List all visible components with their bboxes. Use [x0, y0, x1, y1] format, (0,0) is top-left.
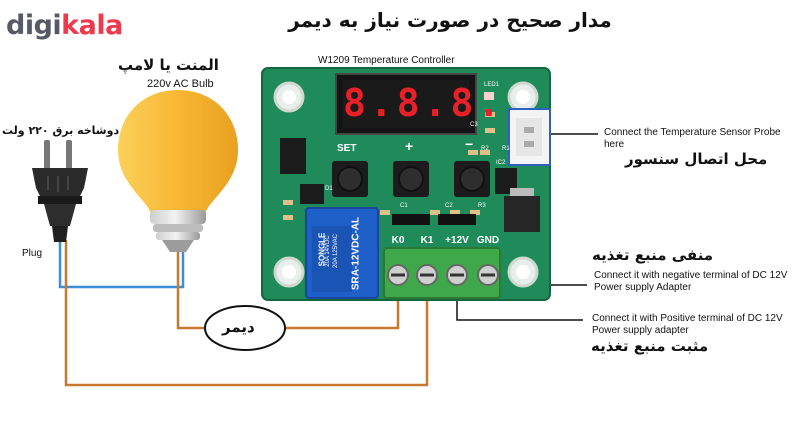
relay-model: SRA-12VDC-AL	[350, 216, 362, 291]
silkscreen-c1: C1	[400, 203, 408, 209]
button-plus[interactable]	[393, 161, 429, 197]
terminal-screw-k1	[416, 264, 438, 286]
probe-note-en-line1: Connect the Temperature Sensor Probe	[604, 127, 781, 138]
screw-terminal-block	[383, 247, 501, 299]
smd-components	[283, 112, 495, 220]
led-indicator	[484, 92, 494, 100]
positive-supply-fa: مثبت منبع تغذیه	[591, 337, 709, 355]
positive-supply-en-line2: Power supply adapter	[592, 325, 689, 336]
wire-brown-plug-to-k1	[64, 240, 429, 387]
terminal-label-gnd: GND	[476, 235, 500, 246]
plug-label: Plug	[22, 248, 43, 259]
bulb-caption: 220v AC Bulb	[147, 78, 214, 90]
silkscreen-c3: C3	[470, 122, 478, 128]
brand-logo-part2: kala	[61, 10, 123, 41]
ic-chip-mid	[300, 184, 324, 204]
w1209-board	[261, 67, 551, 301]
wire-brown-bulb-to-dimmer	[176, 244, 205, 330]
silkscreen-r2: R2	[481, 146, 489, 152]
positive-supply-en-line1: Connect it with Positive terminal of DC …	[592, 313, 783, 324]
terminal-label-12v: +12V	[445, 235, 469, 246]
sensor-connector[interactable]	[508, 108, 551, 166]
page-title: مدار صحیح در صورت نیاز به دیمر	[288, 8, 612, 32]
silkscreen-r1: R1	[502, 146, 510, 152]
terminal-screw-gnd	[477, 264, 499, 286]
minus-label: −	[465, 136, 474, 152]
regulator	[504, 196, 540, 232]
bulb-title: المنت یا لامپ	[118, 56, 219, 74]
relay-rating-2: 20A 125VAC	[333, 234, 339, 268]
display-digits: 8.8.8.	[343, 81, 505, 125]
negative-supply-en-line1: Connect it with negative terminal of DC …	[594, 270, 788, 281]
seven-segment-display	[335, 73, 477, 135]
wire-blue-plug-to-bulb	[58, 240, 185, 289]
plug-icon	[32, 140, 88, 242]
silkscreen-ic2: IC2	[496, 160, 506, 166]
silkscreen-c2: C2	[445, 203, 453, 209]
silkscreen-d1: D1	[325, 186, 333, 192]
plus-label: +	[405, 138, 414, 154]
terminal-label-k1: K1	[420, 235, 434, 246]
mounting-holes	[273, 81, 539, 288]
button-set[interactable]	[332, 161, 368, 197]
negative-supply-fa: منفی منبع تغذیه	[592, 246, 714, 264]
negative-supply-en-line2: Power supply Adapter	[594, 282, 692, 293]
ic-chip-left	[280, 138, 306, 174]
set-label: SET	[337, 143, 357, 154]
dimmer-label: دیمر	[222, 318, 255, 336]
terminal-screw-12v	[446, 264, 468, 286]
brand-logo: digikala	[6, 10, 123, 41]
button-minus[interactable]	[454, 161, 490, 197]
silkscreen-r3: R3	[478, 203, 486, 209]
brand-logo-part1: digi	[6, 10, 62, 41]
dimmer	[204, 305, 286, 351]
ic-chip-right	[495, 168, 517, 194]
bulb-icon	[118, 90, 238, 252]
board-title: W1209 Temperature Controller	[318, 55, 455, 66]
probe-note-fa: محل اتصال سنسور	[625, 150, 768, 168]
terminal-screw-k0	[387, 264, 409, 286]
led-label: LED1	[484, 82, 500, 88]
probe-note-en-line2: here	[604, 139, 625, 150]
relay-rating-1: 20A 14VDC	[325, 235, 331, 267]
plug-title: دوشاخه برق ۲۲۰ ولت	[2, 124, 120, 137]
terminal-label-k0: K0	[391, 235, 405, 246]
